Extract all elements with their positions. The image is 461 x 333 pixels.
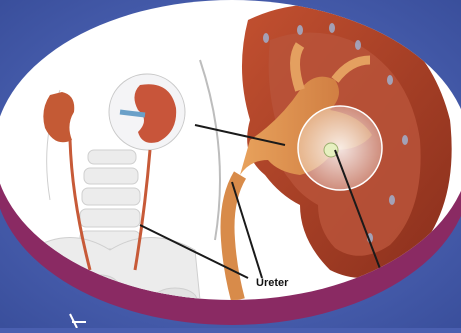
ureter-label: Ureter — [256, 277, 288, 289]
magnifier-lens — [298, 106, 382, 190]
